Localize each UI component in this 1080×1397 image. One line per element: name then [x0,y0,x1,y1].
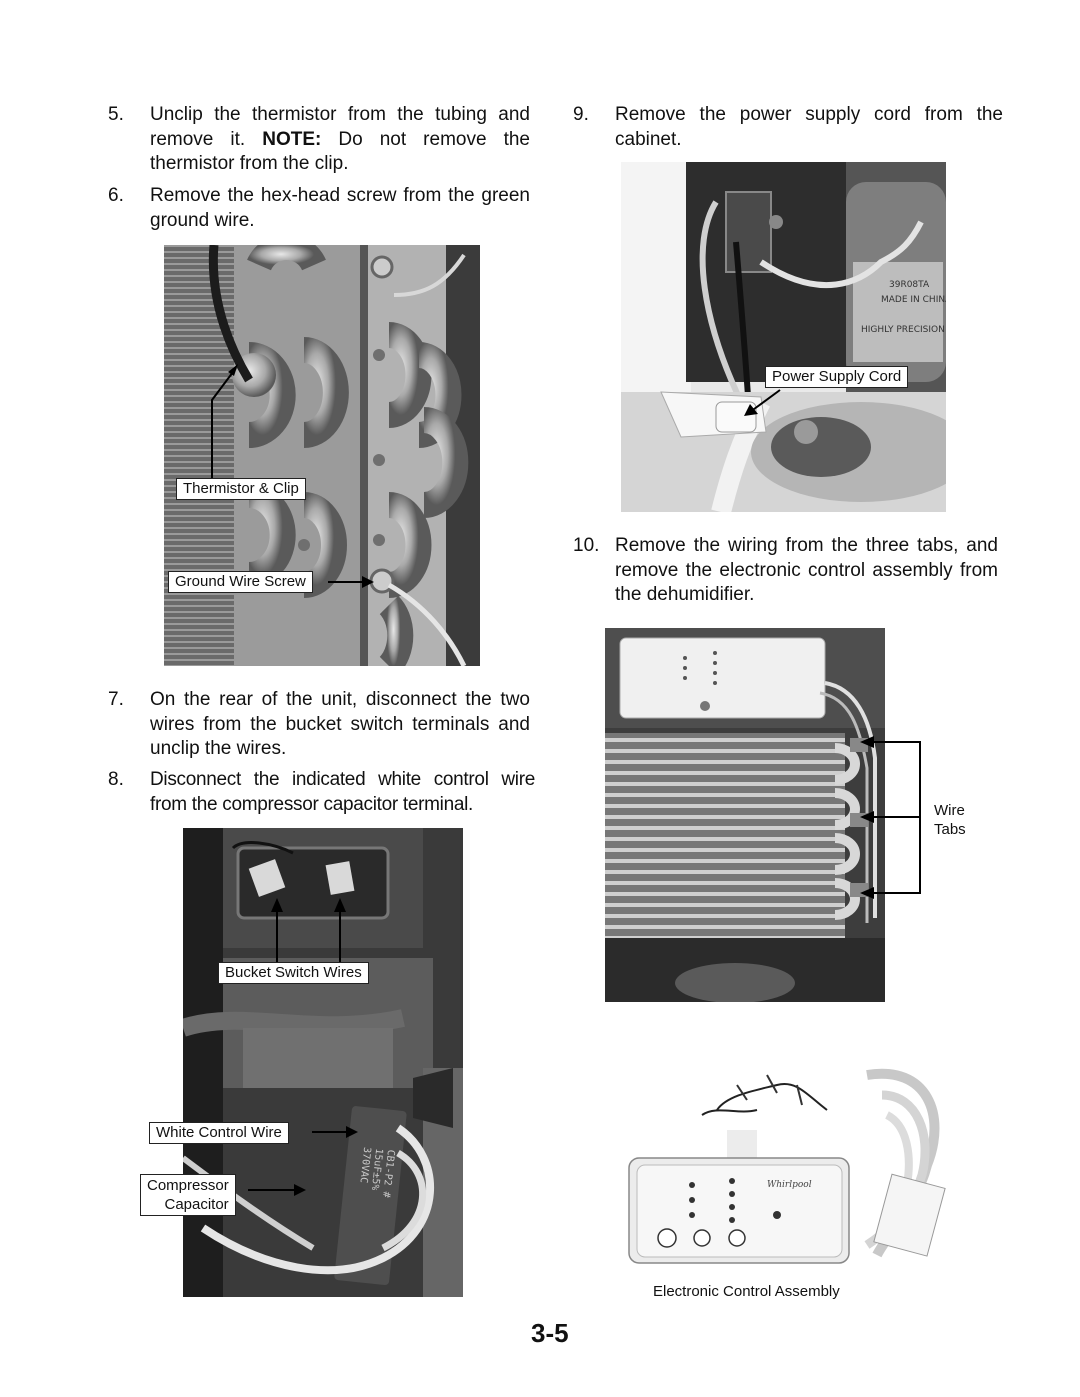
coil-thermistor-photo [164,245,480,666]
svg-text:Whirlpool: Whirlpool [767,1180,812,1190]
bucket-wires-label: Bucket Switch Wires [218,962,369,984]
wire-tabs-line-1: Wire [934,802,965,819]
step-number: 7. [108,689,124,710]
svg-text:39R08TA: 39R08TA [889,280,930,290]
svg-text:MADE IN CHINA: MADE IN CHINA [881,295,946,305]
step-number: 5. [108,104,124,125]
thermistor-label: Thermistor & Clip [176,478,306,500]
capacitor-arrow [248,1184,306,1196]
step-text: Unclip the thermistor from the tubing an… [150,103,530,177]
ground-screw-arrow [328,576,374,588]
step-text-b: Do not remove the thermistor from the cl… [150,128,530,175]
thermistor-arrow [211,364,238,478]
step-text: Remove the wiring from the three tabs, a… [615,535,998,605]
bucket-wires-arrows [271,898,346,966]
svg-text:15uF±5%: 15uF±5% [369,1148,384,1191]
step-number: 8. [108,769,124,790]
control-box-photo [605,628,885,1002]
capacitor-label-line-1: Compressor [147,1177,229,1194]
page-number: 3-5 [531,1318,569,1348]
wire-tabs-label: Wire Tabs [934,801,966,839]
step-number: 9. [573,104,589,125]
capacitor-label-line-2: Capacitor [164,1196,229,1213]
step-text: Remove the hex-head screw from the green… [150,185,530,231]
control-assembly-photo: Whirlpool [627,1055,952,1267]
bucket-switch-photo: CB1-P2 # 15uF±5% 370VAC [183,828,463,1297]
white-wire-label: White Control Wire [149,1122,289,1144]
svg-text:HIGHLY PRECISION: HIGHLY PRECISION [861,325,945,335]
step-number: 10. [573,535,600,556]
white-wire-arrow [312,1126,358,1138]
step-text: On the rear of the unit, disconnect the … [150,689,530,759]
wire-tabs-line-2: Tabs [934,821,966,838]
capacitor-label: Compressor Capacitor [140,1174,236,1216]
step-text: Disconnect the indicated white control w… [150,769,535,815]
power-cord-arrow [744,389,781,416]
step-text-a: Unclip the thermistor from the tubing an… [150,104,530,150]
power-cord-label: Power Supply Cord [765,366,909,388]
note-label: NOTE: [262,128,322,150]
control-assembly-label: Electronic Control Assembly [653,1283,840,1300]
step-number: 6. [108,185,124,206]
svg-text:CB1-P2 #: CB1-P2 # [380,1149,396,1198]
power-cord-photo: 39R08TA MADE IN CHINA HIGHLY PRECISION [621,162,946,512]
step-text: Remove the power supply cord from the ca… [615,104,1003,150]
svg-text:370VAC: 370VAC [358,1146,373,1183]
ground-screw-label: Ground Wire Screw [168,571,313,593]
wire-tabs-bracket [860,736,921,899]
